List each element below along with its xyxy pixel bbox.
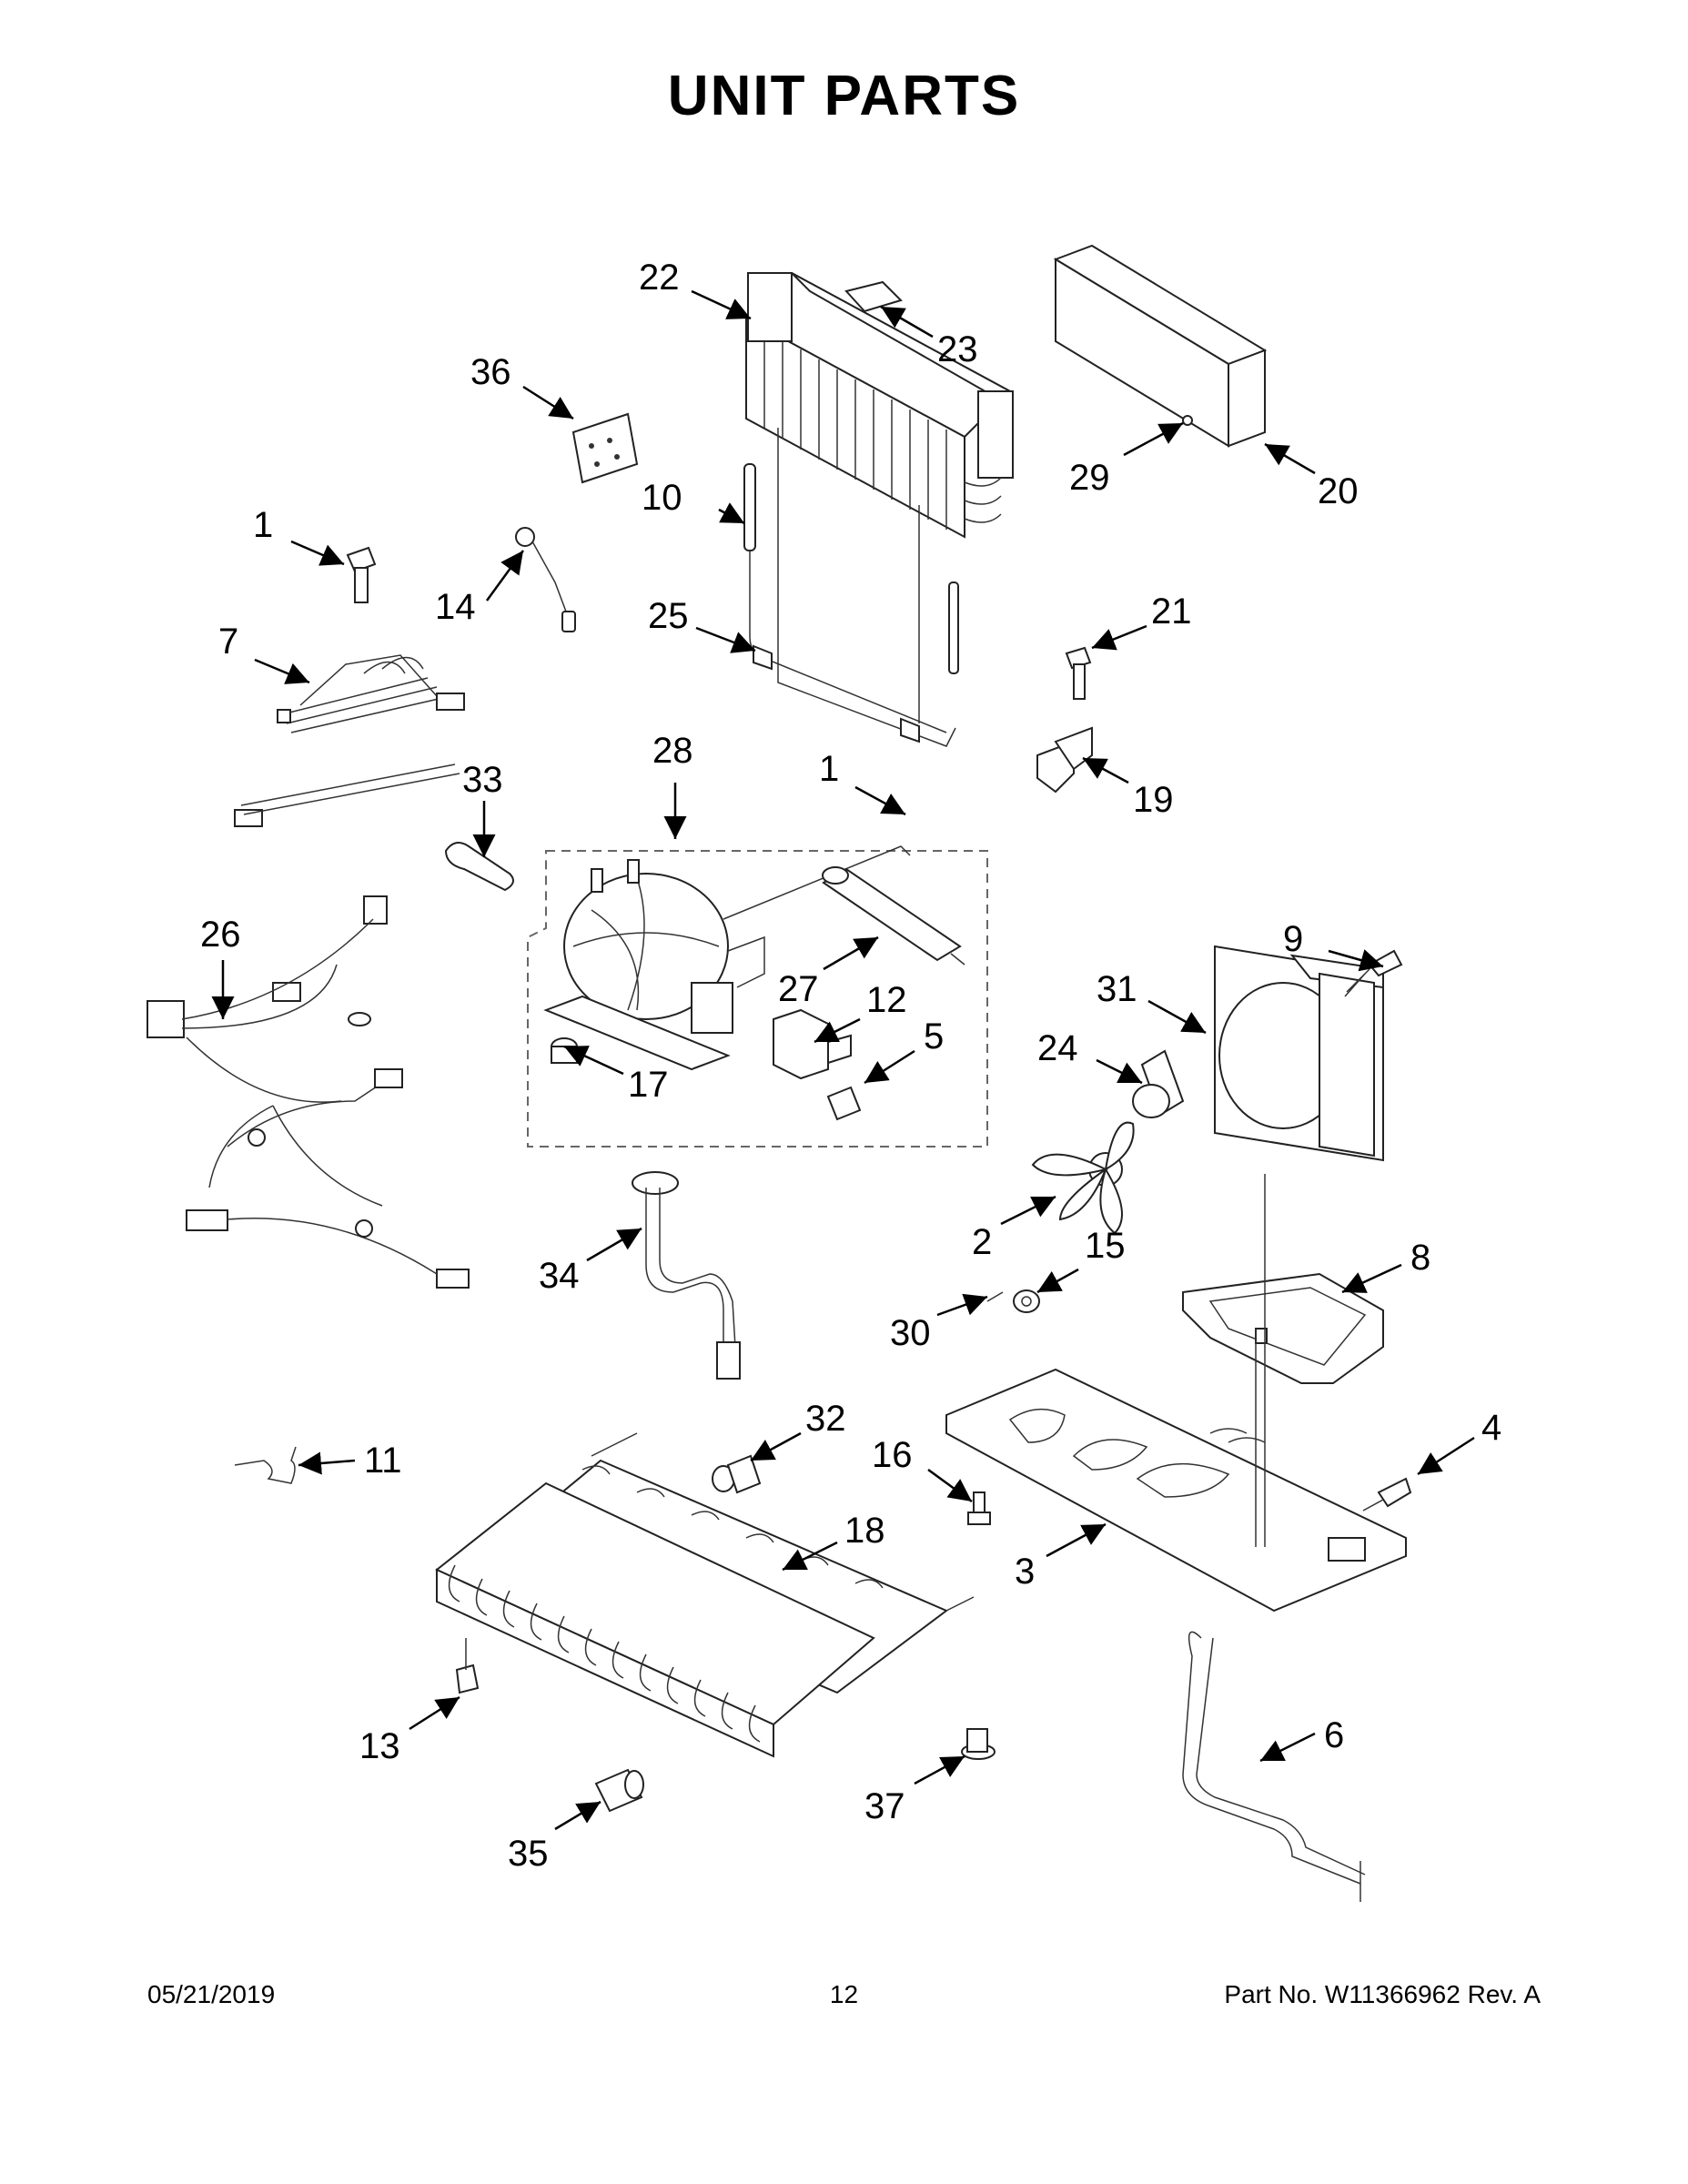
footer-part-number: Part No. W11366962 Rev. A xyxy=(1224,1980,1541,2008)
callout-3: 3 xyxy=(1015,1552,1035,1592)
clip-drawing xyxy=(234,1446,297,1484)
fan-motor-drawing xyxy=(1132,1049,1185,1118)
sensor-drawing xyxy=(515,527,576,632)
callout-32: 32 xyxy=(805,1399,846,1439)
callout-35: 35 xyxy=(508,1834,549,1874)
callout-arrows xyxy=(211,289,1475,1831)
callout-29: 29 xyxy=(1069,458,1110,498)
compressor-drawing xyxy=(527,845,988,1148)
condensate-tube-drawing xyxy=(1182,1631,1366,1902)
footer-date: 05/21/2019 xyxy=(147,1980,276,2008)
callout-11: 11 xyxy=(364,1441,402,1481)
callout-28: 28 xyxy=(652,731,693,771)
support-bracket-drawing xyxy=(1182,1272,1384,1384)
callout-30: 30 xyxy=(890,1313,931,1353)
footer-page-number: 12 xyxy=(829,1980,859,2008)
callout-34: 34 xyxy=(539,1256,580,1296)
callout-33: 33 xyxy=(462,760,503,800)
control-board-drawing xyxy=(571,412,639,484)
callout-14: 14 xyxy=(435,587,476,627)
evaporator-drawing xyxy=(744,271,1014,539)
page-title: UNIT PARTS xyxy=(667,65,1021,127)
callout-22: 22 xyxy=(639,258,680,298)
callout-16: 16 xyxy=(872,1435,913,1475)
fan-blade-drawing xyxy=(1031,1121,1135,1235)
callout-18: 18 xyxy=(844,1511,885,1551)
bracket-drawing xyxy=(1036,646,1093,794)
heater-clip-drawing xyxy=(455,1638,480,1694)
callout-23: 23 xyxy=(937,329,978,369)
callout-labels: 22 23 36 29 20 10 1 14 25 21 7 19 33 28 … xyxy=(200,258,1501,1874)
fan-shroud-drawing xyxy=(1214,945,1384,1162)
callout-13: 13 xyxy=(359,1726,400,1766)
callout-9: 9 xyxy=(1283,919,1303,959)
callout-8: 8 xyxy=(1410,1238,1430,1278)
heater-tubing-drawing xyxy=(743,428,959,747)
callout-17: 17 xyxy=(628,1065,669,1105)
wire-harness-drawing xyxy=(234,654,465,827)
strap-drawing xyxy=(444,842,514,892)
callout-10: 10 xyxy=(642,478,682,518)
screw-drawing xyxy=(346,546,377,603)
defrost-heater-drawing xyxy=(435,1432,975,1758)
cover-drawing xyxy=(1053,244,1268,448)
callout-24: 24 xyxy=(1037,1028,1078,1068)
fitting-drawing xyxy=(712,1454,762,1494)
callout-1-mid: 1 xyxy=(819,749,839,789)
relay-drawing xyxy=(773,1008,862,1121)
main-harness-drawing xyxy=(147,895,470,1289)
callout-19: 19 xyxy=(1133,780,1174,820)
callout-37: 37 xyxy=(864,1786,905,1826)
callout-4: 4 xyxy=(1481,1408,1501,1448)
drain-tube-drawing xyxy=(632,1171,741,1380)
callout-5: 5 xyxy=(924,1016,944,1057)
defrost-sensor-drawing xyxy=(961,1728,996,1760)
callout-15: 15 xyxy=(1085,1226,1126,1266)
callout-1-top: 1 xyxy=(253,505,273,545)
drier-drawing xyxy=(822,866,965,966)
base-screw-drawing xyxy=(1362,1477,1412,1512)
callout-6: 6 xyxy=(1324,1715,1344,1755)
callout-12: 12 xyxy=(866,980,907,1020)
base-pan-drawing xyxy=(945,1174,1407,1613)
callout-20: 20 xyxy=(1318,471,1359,511)
callout-2: 2 xyxy=(972,1222,992,1262)
pan-screw-drawing xyxy=(967,1491,991,1525)
callout-27: 27 xyxy=(778,969,819,1009)
grommet-drawing xyxy=(986,1289,1040,1313)
cap-drawing xyxy=(594,1768,644,1813)
callout-21: 21 xyxy=(1151,592,1192,632)
callout-25: 25 xyxy=(648,596,689,636)
callout-31: 31 xyxy=(1097,969,1137,1009)
callout-36: 36 xyxy=(470,352,511,392)
callout-7: 7 xyxy=(218,622,238,662)
callout-26: 26 xyxy=(200,915,241,955)
